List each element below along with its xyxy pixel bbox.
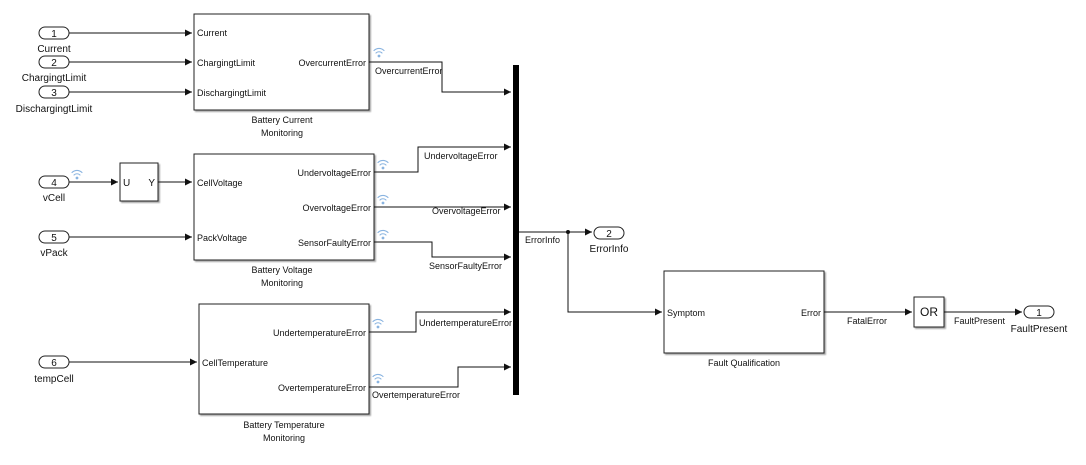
port-label-undertemperature-error: UndertemperatureError — [273, 328, 366, 338]
inport-1-label: Current — [37, 44, 71, 55]
battery-temperature-monitoring-block[interactable]: CellTemperature UndertemperatureError Ov… — [198, 303, 370, 443]
inport-1[interactable]: 1 Current — [37, 26, 71, 55]
signal-logging-icon[interactable] — [71, 169, 83, 180]
inport-6[interactable]: 6 tempCell — [34, 355, 74, 385]
signal-logging-icon[interactable] — [377, 194, 389, 205]
inport-2-label: ChargingtLimit — [22, 73, 87, 84]
signal-logging-icon[interactable] — [372, 373, 384, 384]
fault-qualification-block[interactable]: Symptom Error Fault Qualification — [663, 270, 825, 368]
port-label-pack-voltage: PackVoltage — [197, 233, 247, 243]
port-label-error: Error — [801, 308, 821, 318]
outport-1-number: 1 — [1036, 308, 1042, 319]
outport-1-label: FaultPresent — [1011, 324, 1068, 335]
block-title-temperature: Battery Temperature — [243, 420, 324, 430]
inport-5-label: vPack — [40, 248, 68, 259]
block-title-current: Battery Current — [251, 115, 313, 125]
signal-label-overtemperature: OvertemperatureError — [372, 390, 460, 400]
signal-label-overvoltage: OvervoltageError — [432, 206, 501, 216]
signal-label-undertemperature: UndertemperatureError — [419, 318, 512, 328]
inport-3[interactable]: 3 DischargingtLimit — [16, 85, 93, 115]
signal-conversion-block[interactable]: U Y — [119, 162, 159, 202]
port-label-undervoltage-error: UndervoltageError — [297, 168, 371, 178]
port-label-overcurrent-error: OvercurrentError — [298, 58, 366, 68]
port-label-symptom: Symptom — [667, 308, 705, 318]
signal-label-overcurrent: OvercurrentError — [375, 66, 443, 76]
block-title-voltage: Battery Voltage — [251, 265, 312, 275]
signal-labels: OvercurrentError UndervoltageError Overv… — [372, 66, 1006, 400]
outport-error-info[interactable]: 2 ErrorInfo — [590, 226, 629, 255]
block-subtitle-temperature: Monitoring — [263, 433, 305, 443]
signal-label-error-info: ErrorInfo — [525, 235, 560, 245]
port-label-overvoltage-error: OvervoltageError — [302, 203, 371, 213]
outport-2-number: 2 — [606, 229, 612, 240]
outport-2-label: ErrorInfo — [590, 244, 629, 255]
uy-output-label: Y — [148, 178, 155, 189]
port-label-cell-temperature: CellTemperature — [202, 358, 268, 368]
logical-or-block[interactable]: OR — [913, 296, 945, 328]
block-title-fault-qualification: Fault Qualification — [708, 358, 780, 368]
signal-logging-icon[interactable] — [377, 159, 389, 170]
inport-6-label: tempCell — [34, 374, 73, 385]
signal-logging-icon[interactable] — [377, 229, 389, 240]
or-block-label: OR — [920, 305, 938, 319]
inport-4-number: 4 — [51, 178, 57, 189]
signal-label-sensor-faulty: SensorFaultyError — [429, 261, 502, 271]
signal-lines[interactable] — [69, 29, 1022, 388]
inport-2[interactable]: 2 ChargingtLimit — [22, 55, 87, 84]
port-label-current: Current — [197, 28, 228, 38]
inport-4-label: vCell — [43, 193, 65, 204]
inport-6-number: 6 — [51, 358, 57, 369]
outport-fault-present[interactable]: 1 FaultPresent — [1011, 305, 1068, 335]
port-label-sensor-faulty-error: SensorFaultyError — [298, 238, 371, 248]
battery-current-monitoring-block[interactable]: Current ChargingtLimit DischargingtLimit… — [193, 13, 370, 138]
signal-label-fault-present: FaultPresent — [954, 316, 1006, 326]
bus-creator-block[interactable] — [513, 65, 519, 395]
battery-voltage-monitoring-block[interactable]: CellVoltage PackVoltage UndervoltageErro… — [193, 153, 375, 288]
inport-4[interactable]: 4 vCell — [38, 175, 70, 204]
port-label-cell-voltage: CellVoltage — [197, 178, 243, 188]
signal-logging-icon[interactable] — [372, 318, 384, 329]
inport-5[interactable]: 5 vPack — [38, 230, 70, 259]
signal-logging-icon[interactable] — [373, 47, 385, 58]
port-label-charging-limit: ChargingtLimit — [197, 58, 256, 68]
port-label-discharging-limit: DischargingtLimit — [197, 88, 267, 98]
signal-label-fatal-error: FatalError — [847, 316, 887, 326]
signal-label-undervoltage: UndervoltageError — [424, 151, 498, 161]
uy-input-label: U — [123, 178, 130, 189]
inport-5-number: 5 — [51, 233, 57, 244]
inport-2-number: 2 — [51, 58, 57, 69]
inport-3-label: DischargingtLimit — [16, 104, 93, 115]
block-subtitle-voltage: Monitoring — [261, 278, 303, 288]
inport-3-number: 3 — [51, 88, 57, 99]
block-subtitle-current: Monitoring — [261, 128, 303, 138]
inport-1-number: 1 — [51, 29, 57, 40]
port-label-overtemperature-error: OvertemperatureError — [278, 383, 366, 393]
